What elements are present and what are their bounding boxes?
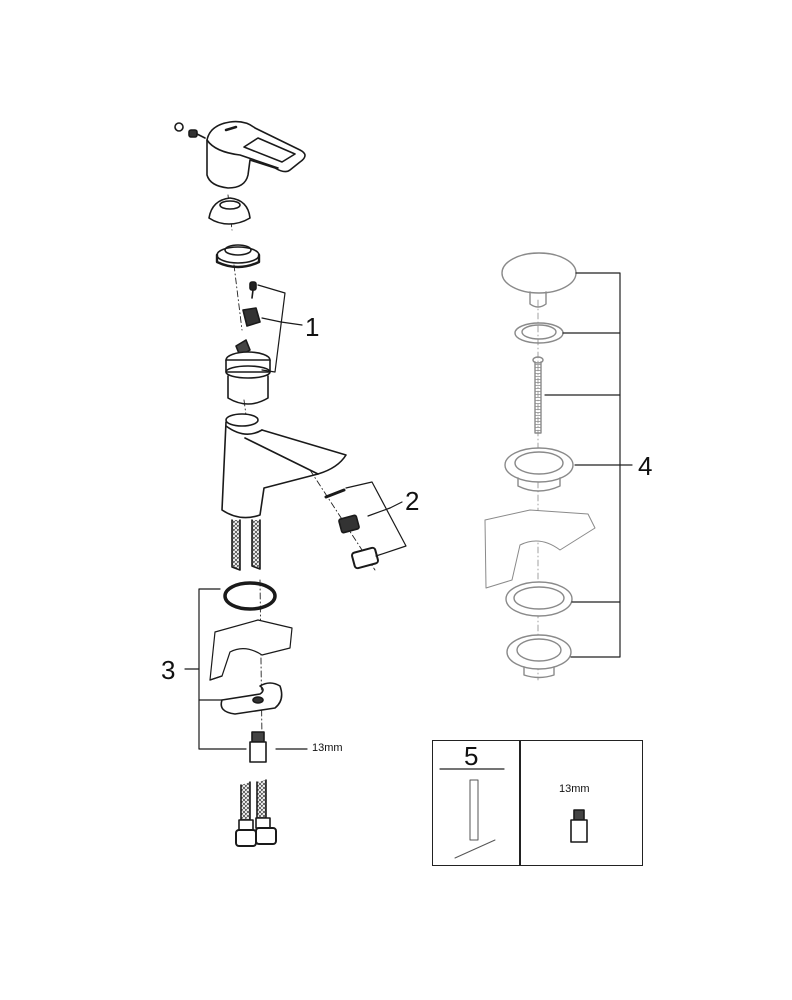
supply-hoses-icon [231,519,261,571]
stud-size-label: 13mm [312,742,343,754]
cartridge-adapter-icon [242,307,261,327]
lever-handle-icon [206,120,306,189]
callout-label-5: 5 [464,741,479,771]
callout-label-4: 4 [638,451,653,481]
cover-cap-icon [208,197,251,225]
callout-label-1: 1 [305,312,320,342]
fixing-bracket-icon [209,619,293,681]
callout-label-2: 2 [405,486,420,516]
basin-seal-icon [505,581,573,617]
waste-flange-icon [504,447,574,492]
tool-box-5 [432,740,643,866]
o-ring-icon [223,581,277,611]
callout-label-3: 3 [161,655,176,685]
aerator-seal-icon [324,488,346,499]
plug-seal-icon [514,322,564,344]
faucet-body-icon [221,413,347,519]
aerator-insert-icon [338,514,360,534]
fixing-stud-icon [249,731,308,763]
hose-connectors-icon [235,779,277,847]
cartridge-screw-icon [249,281,257,299]
callout-2-bracket [345,481,407,557]
waste-plug-icon [501,252,577,308]
socket-size-label: 13mm [559,783,590,795]
basin-section-icon [484,509,596,589]
handle-screw-icon [174,122,206,139]
cartridge-nut-icon [215,244,261,269]
callout-1-bracket [257,284,303,373]
socket-13mm-icon [570,809,588,843]
mounting-tool-icon [439,768,505,859]
fixing-plate-icon [220,682,283,715]
callout-3-bracket [184,588,247,750]
waste-assembly [484,252,596,681]
box-divider [519,741,521,865]
faucet-axis [227,194,376,741]
aerator-housing-icon [351,546,379,570]
cartridge-icon [225,339,271,405]
callout-4-bracket [544,272,633,658]
waste-body-icon [506,634,572,679]
waste-rod-icon [532,356,544,434]
